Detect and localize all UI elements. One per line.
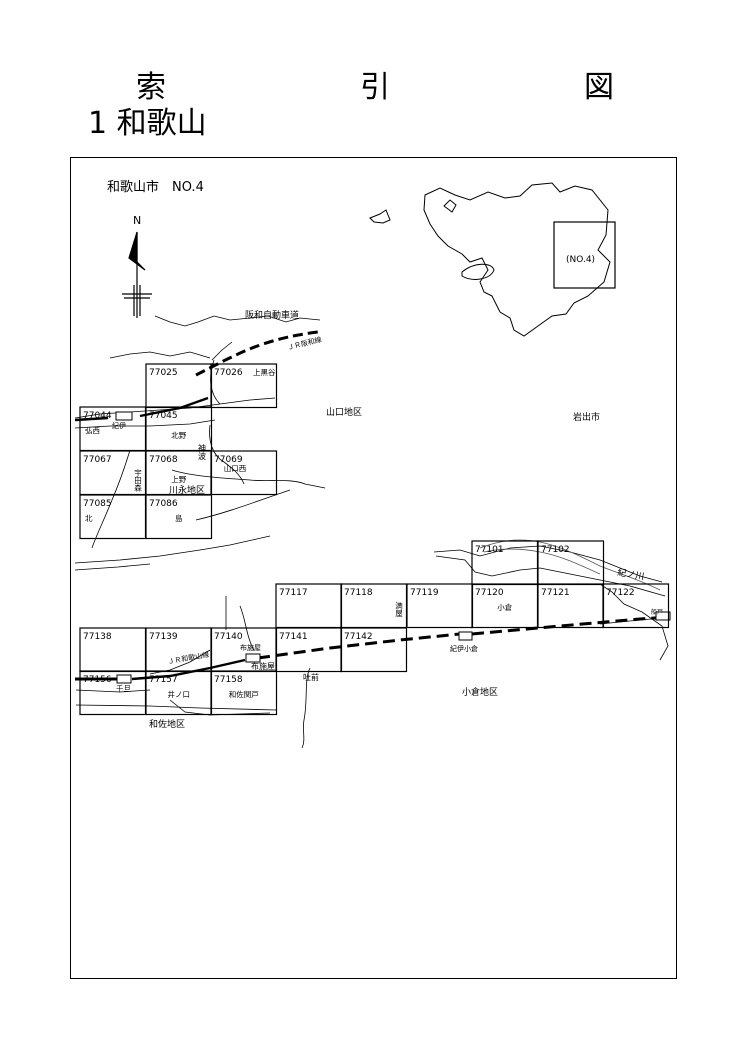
inset-no4-label: (NO.4) bbox=[566, 255, 595, 265]
sheet-place-77118: 満屋 bbox=[394, 602, 403, 619]
sheet-number-77067: 77067 bbox=[83, 455, 112, 465]
label-jr-wakayama: ＪＲ和歌山線 bbox=[167, 650, 210, 666]
sheet-number-77068: 77068 bbox=[149, 455, 178, 465]
inset-map bbox=[369, 182, 611, 337]
sheet-place-77156: 千旦 bbox=[116, 683, 131, 693]
map-heading: 和歌山市 NO.4 bbox=[107, 180, 204, 195]
kii-station-icon bbox=[115, 411, 133, 421]
label-yamaguchi-district: 山口地区 bbox=[326, 406, 362, 418]
label-funato-station: 船戸 bbox=[651, 608, 663, 616]
label-wasa-district: 和佐地区 bbox=[149, 718, 185, 730]
label-haku: 吐前 bbox=[303, 672, 319, 682]
sheet-place-77045: 北野 bbox=[171, 431, 186, 440]
sheet-number-77141: 77141 bbox=[279, 632, 308, 642]
sheet-number-77102: 77102 bbox=[541, 545, 570, 555]
label-iwade-city: 岩出市 bbox=[573, 411, 600, 423]
sheet-number-77122: 77122 bbox=[606, 588, 635, 598]
place-labels: 阪和自動車道 ＪＲ阪和線 山口地区 岩出市 川永地区 小倉地区 和佐地区 紀ノ川… bbox=[112, 309, 663, 730]
sheet-number-77157: 77157 bbox=[149, 675, 178, 685]
sheet-number-77121: 77121 bbox=[541, 588, 570, 598]
sheet-number-77026: 77026 bbox=[214, 368, 243, 378]
sheet-number-77118: 77118 bbox=[344, 588, 373, 598]
sheet-number-77140: 77140 bbox=[214, 632, 243, 642]
sheet-place-77069: 山口西 bbox=[224, 463, 247, 473]
label-jr-hanwa: ＪＲ阪和線 bbox=[286, 335, 322, 352]
label-kinokawa: 紀ノ川 bbox=[616, 566, 645, 583]
label-kii-ogura-station: 紀伊小倉 bbox=[450, 644, 478, 653]
label-fuse-station: 布施屋 bbox=[240, 643, 261, 652]
sheet-number-77045: 77045 bbox=[149, 411, 178, 421]
sheet-number-77085: 77085 bbox=[83, 499, 112, 509]
sheet-place-77086: 島 bbox=[175, 513, 183, 523]
sheet-place-77120: 小倉 bbox=[497, 602, 512, 612]
inset-no4-box bbox=[553, 221, 616, 289]
sheet-place-77067: 宇田森 bbox=[133, 468, 142, 493]
river bbox=[479, 539, 661, 591]
sheet-cell-77086 bbox=[145, 494, 213, 540]
north-arrow bbox=[122, 231, 152, 318]
sheet-grid: 77025 77026 上黒谷 77044 弘西 77045 北野 77067 宇田森 77068… bbox=[79, 363, 670, 716]
sheet-number-77158: 77158 bbox=[214, 675, 243, 685]
jr-wakayama-line bbox=[75, 615, 669, 681]
page-title: 索 引 図 bbox=[136, 70, 696, 105]
map-frame bbox=[70, 157, 677, 979]
sheet-number-77069: 77069 bbox=[214, 455, 243, 465]
sheet-cell-77026 bbox=[210, 363, 278, 409]
sendan-station-icon bbox=[116, 674, 132, 684]
sheet-place-77044: 弘西 bbox=[85, 426, 100, 435]
fuse-station-icon bbox=[245, 653, 261, 663]
label-expressway: 阪和自動車道 bbox=[245, 309, 299, 321]
sheet-number-77142: 77142 bbox=[344, 632, 373, 642]
sheet-number-77139: 77139 bbox=[149, 632, 178, 642]
sheet-number-77156: 77156 bbox=[83, 675, 112, 685]
stations bbox=[115, 411, 671, 684]
sheet-place-77157: 井ノ口 bbox=[168, 689, 191, 699]
kii-ogura-station-icon bbox=[458, 631, 473, 641]
label-kanbe: 神波 bbox=[198, 443, 207, 461]
sheet-place-77085: 北 bbox=[85, 514, 93, 523]
sheet-place-77026: 上黒谷 bbox=[253, 368, 276, 377]
sheet-number-77101: 77101 bbox=[475, 545, 504, 555]
funato-station-icon bbox=[655, 611, 671, 621]
sheet-number-77120: 77120 bbox=[475, 588, 504, 598]
page-subtitle: 1 和歌山 bbox=[88, 106, 207, 141]
sheet-place-77158: 和佐関戸 bbox=[229, 689, 259, 699]
expressway-line bbox=[195, 330, 319, 377]
sheet-number-77044: 77044 bbox=[83, 411, 112, 421]
sheet-cell-77142 bbox=[340, 627, 408, 673]
sheet-number-77086: 77086 bbox=[149, 499, 178, 509]
sheet-number-77025: 77025 bbox=[149, 368, 178, 378]
sheet-number-77138: 77138 bbox=[83, 632, 112, 642]
label-kawanaga-district: 川永地区 bbox=[169, 484, 205, 496]
north-label: N bbox=[133, 214, 141, 227]
sheet-cell-77122 bbox=[602, 583, 670, 629]
sheet-number-77119: 77119 bbox=[410, 588, 439, 598]
sheet-number-77117: 77117 bbox=[279, 588, 308, 598]
sheet-cell-77158 bbox=[210, 670, 278, 716]
sheet-cell-77069 bbox=[210, 450, 278, 496]
label-kogura-district: 小倉地区 bbox=[462, 686, 498, 698]
sheet-place-77068: 上野 bbox=[171, 475, 186, 484]
label-kii-station: 紀伊 bbox=[112, 421, 126, 430]
label-fuse-place: 布施屋 bbox=[251, 661, 275, 671]
